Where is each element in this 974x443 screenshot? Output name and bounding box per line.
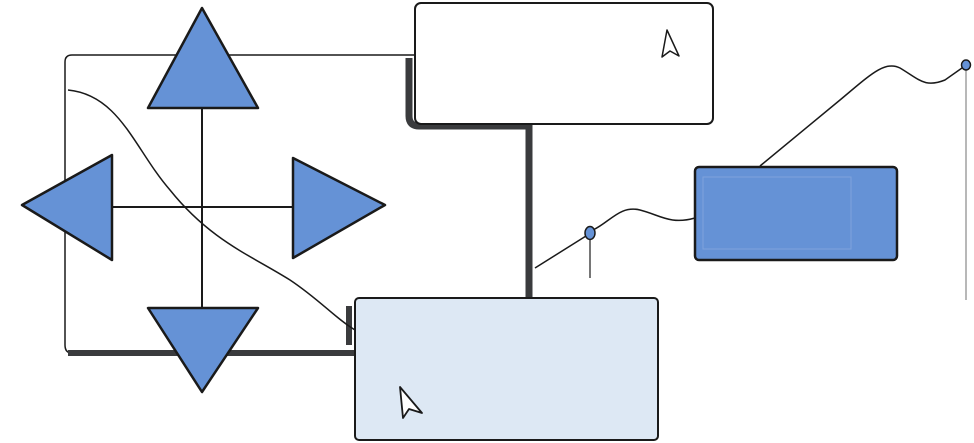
blue-box-inner-outline	[702, 176, 852, 250]
node-connector	[534, 208, 696, 269]
thick-connector	[405, 58, 533, 298]
blue-box[interactable]	[693, 165, 899, 262]
arrow-down-triangle[interactable]	[146, 306, 260, 394]
connector-node[interactable]	[584, 225, 596, 241]
cursor-arrow-icon	[661, 29, 680, 58]
arrow-up-triangle[interactable]	[146, 6, 260, 110]
arrow-right-triangle[interactable]	[291, 156, 387, 260]
arrow-left-triangle[interactable]	[20, 153, 114, 262]
cursor-arrow-icon	[399, 386, 423, 419]
lower-box[interactable]	[354, 297, 659, 441]
upper-right-connector	[759, 65, 963, 167]
curved-connector	[67, 89, 356, 331]
connector-node[interactable]	[960, 59, 972, 71]
top-box[interactable]	[414, 2, 714, 125]
